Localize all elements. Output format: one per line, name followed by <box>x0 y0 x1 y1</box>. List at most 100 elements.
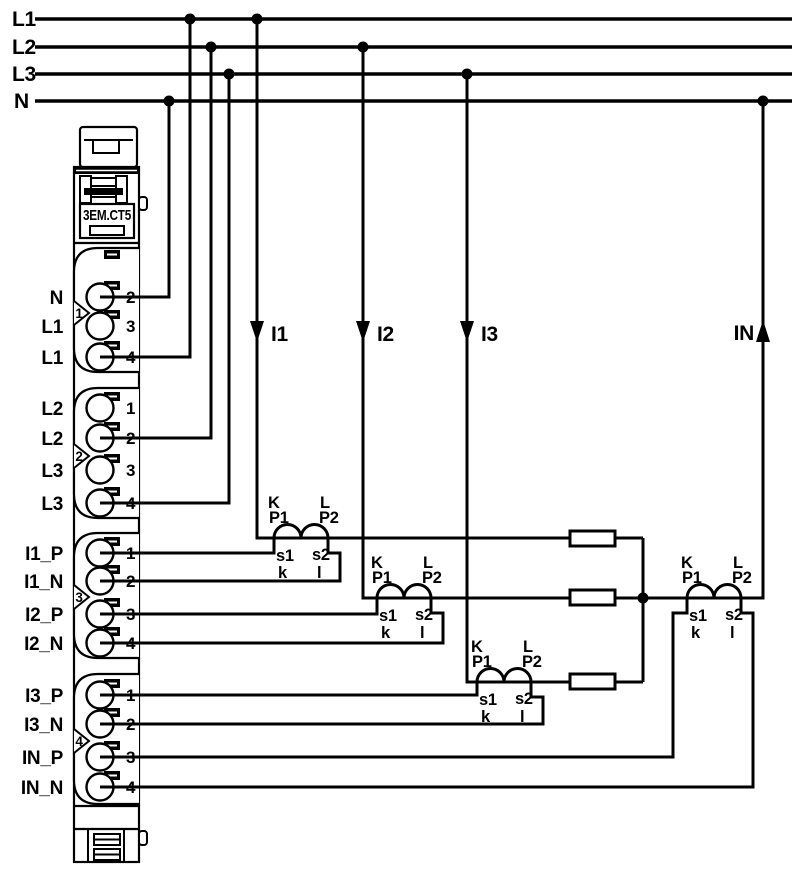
arrow-i3-down <box>460 321 474 342</box>
terminal-label: I1_P <box>25 544 64 565</box>
current-transformers: K P1 L P2 s1 k s2 l K P1 L P2 s1 k s2 l … <box>268 494 752 726</box>
ct2-label-l: l <box>420 624 424 642</box>
ct1-label-K: K <box>268 494 280 512</box>
terminal-label: N <box>50 288 63 309</box>
wire-l3-to-ct3 <box>465 74 570 684</box>
terminal-label: L1 <box>41 348 63 369</box>
ct1-winding-arcs <box>272 523 330 539</box>
junction-star-point <box>637 592 649 604</box>
arrow-in-up <box>756 320 770 342</box>
ct2-label-K: K <box>371 554 383 572</box>
group-3-number: 3 <box>75 590 83 605</box>
wire-l1-to-ct1 <box>255 19 570 540</box>
group-4-chevron <box>73 728 91 754</box>
group-1-chevron <box>73 300 91 326</box>
arrow-i2-down <box>356 321 370 342</box>
wire-i1n-to-ct1-s2 <box>100 538 342 583</box>
bus-label-l3: L3 <box>12 63 36 86</box>
ct2-label-P2: P2 <box>422 569 442 587</box>
wire-l2-terminal <box>100 47 213 440</box>
ct3-label-l: l <box>520 708 524 726</box>
terminal-label: I1_N <box>24 572 63 593</box>
ct3-label-s2: s2 <box>515 690 533 708</box>
terminal-num: 3 <box>126 461 135 480</box>
ct1-label-k: k <box>278 564 288 582</box>
group-markers: 1 2 3 4 <box>73 300 91 754</box>
wire-l2-to-ct2 <box>361 47 570 600</box>
ct3-symbol: K P1 L P2 s1 k s2 l <box>471 638 542 726</box>
ct3-label-s1: s1 <box>479 691 497 709</box>
terminal-label: I2_P <box>25 605 64 626</box>
ct1-label-l: l <box>317 564 321 582</box>
terminal-pods <box>72 246 139 806</box>
junction-l2-a <box>205 41 217 53</box>
junction-l3-a <box>223 68 235 80</box>
device-model-label: 3EM.CT5 <box>83 207 131 224</box>
terminal-num: 1 <box>126 399 135 418</box>
shunt-resistors <box>568 529 617 691</box>
junction-l1-a <box>184 13 196 25</box>
bus-label-l2: L2 <box>12 36 36 59</box>
ct4-label-k: k <box>691 624 701 642</box>
device-module: 3EM.CT5 1 2 3 4 <box>21 125 148 864</box>
junction-dots <box>163 13 769 604</box>
ct4-label-l: l <box>730 624 734 642</box>
wire-i2p-to-ct2-s1 <box>100 598 379 616</box>
ct2-symbol: K P1 L P2 s1 k s2 l <box>371 554 442 642</box>
device-bottom-connector <box>74 804 148 861</box>
wire-i2n-to-ct2-s2 <box>100 598 445 645</box>
junction-l3-b <box>461 68 473 80</box>
shunt-resistor-2 <box>568 588 617 607</box>
terminal-num: 3 <box>126 317 135 336</box>
ct4-label-K: K <box>681 554 693 572</box>
wire-n-terminal <box>100 101 171 299</box>
wire-i3n-to-ct3-s2 <box>100 682 545 726</box>
ct1-label-s2: s2 <box>312 546 330 564</box>
terminal-2-1 <box>85 393 115 423</box>
device-side-tab-bottom <box>138 830 148 846</box>
arrow-label-in: IN <box>734 322 754 345</box>
device-clamp-section <box>79 175 148 211</box>
wire-i1p-to-ct1-s1 <box>100 538 276 555</box>
group-1-number: 1 <box>75 306 83 321</box>
bus-label-n: N <box>14 90 29 113</box>
ct4-label-P2: P2 <box>732 569 752 587</box>
ct3-winding-arcs <box>475 667 533 683</box>
wire-l1-terminal <box>100 19 192 359</box>
shunt-resistor-3 <box>568 672 617 691</box>
ct4-label-P1: P1 <box>682 569 702 587</box>
shunt-resistor-1 <box>568 529 617 548</box>
device-top-clip <box>78 125 139 169</box>
ct2-winding-arcs <box>375 583 433 599</box>
arrow-i1-down <box>250 321 264 342</box>
ct2-label-P1: P1 <box>372 569 392 587</box>
bus-label-l1: L1 <box>12 8 37 31</box>
group-2-number: 2 <box>75 449 82 464</box>
group-3-chevron <box>73 584 91 610</box>
wire-l3-terminal <box>100 74 231 505</box>
terminal-label: L3 <box>41 494 63 515</box>
terminal-leds <box>104 250 120 780</box>
group-2-chevron <box>73 443 91 469</box>
terminal-wires <box>100 19 755 789</box>
ct4-label-s2: s2 <box>725 606 743 624</box>
wire-i3p-to-ct3-s1 <box>100 682 479 697</box>
terminal-label: I3_P <box>25 686 64 707</box>
ct4-winding-arcs <box>685 583 743 599</box>
terminal-1-3 <box>85 311 115 341</box>
bus-lines: L1 L2 L3 N <box>12 8 792 113</box>
ct3-label-K: K <box>471 638 483 656</box>
ct2-label-k: k <box>381 624 391 642</box>
terminal-label: IN_P <box>22 748 64 769</box>
ct4-label-L: L <box>733 554 743 572</box>
junction-n-a <box>163 95 175 107</box>
terminal-label: L3 <box>41 461 63 482</box>
ct1-label-P1: P1 <box>269 509 289 527</box>
wire-ct4-to-n <box>615 101 765 600</box>
terminal-label: IN_N <box>21 778 63 799</box>
ct4-symbol: K P1 L P2 s1 k s2 l <box>681 554 752 642</box>
ct1-label-P2: P2 <box>319 509 339 527</box>
terminal-labels: N L1 L1 L2 L2 L3 L3 I1_P I1_N I2_P I2_N … <box>21 288 64 799</box>
ct3-label-L: L <box>523 638 533 656</box>
